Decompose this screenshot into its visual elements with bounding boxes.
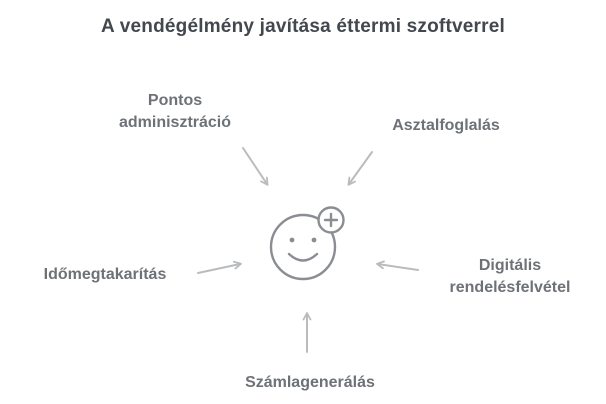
page-title: A vendégélmény javítása éttermi szoftver… — [101, 16, 505, 37]
node-label-digitalis-rendelesfelvetel: Digitális rendelésfelvétel — [449, 257, 571, 296]
smiley-eye-left — [289, 237, 295, 243]
node-label-szamlageneralas: Számlagenerálás — [245, 374, 375, 391]
arrow-from-asztalfoglalas — [347, 151, 373, 186]
smiley-face-circle — [269, 213, 337, 281]
arrow-from-digitalis-rendeles — [376, 260, 419, 271]
arrow-from-idomegtakaritas — [197, 260, 242, 274]
arrow-from-pontos-adminisztracio — [242, 147, 269, 186]
node-label-asztalfoglalas: Asztalfoglalás — [392, 117, 500, 134]
node-label-pontos-adminisztracio: Pontos adminisztráció — [118, 92, 232, 131]
node-label-idomegtakaritas: Időmegtakarítás — [43, 266, 167, 283]
smiley-mouth — [287, 252, 319, 262]
smiley-eye-right — [311, 237, 317, 243]
